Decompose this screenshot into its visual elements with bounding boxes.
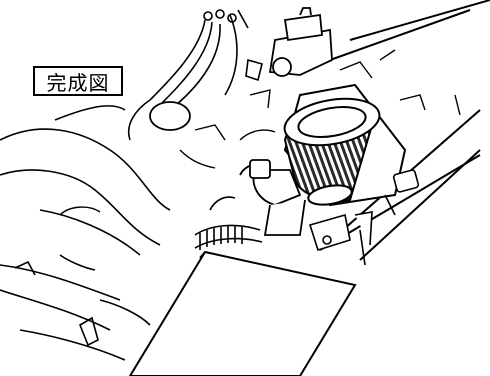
corrugated-hose xyxy=(194,196,263,250)
intake-elbow xyxy=(239,159,306,236)
completed-diagram-text: 完成図 xyxy=(46,70,110,95)
conical-air-filter xyxy=(283,97,381,206)
reservoir-cap xyxy=(149,101,191,131)
foreground-plate xyxy=(128,250,357,376)
wiring-harness xyxy=(128,9,263,141)
mounting-hardware xyxy=(308,169,420,266)
engine-detail-strokes xyxy=(59,49,461,216)
distributor xyxy=(268,7,333,77)
engine-block-outline xyxy=(0,105,171,361)
completed-diagram-label: 完成図 xyxy=(33,66,123,96)
